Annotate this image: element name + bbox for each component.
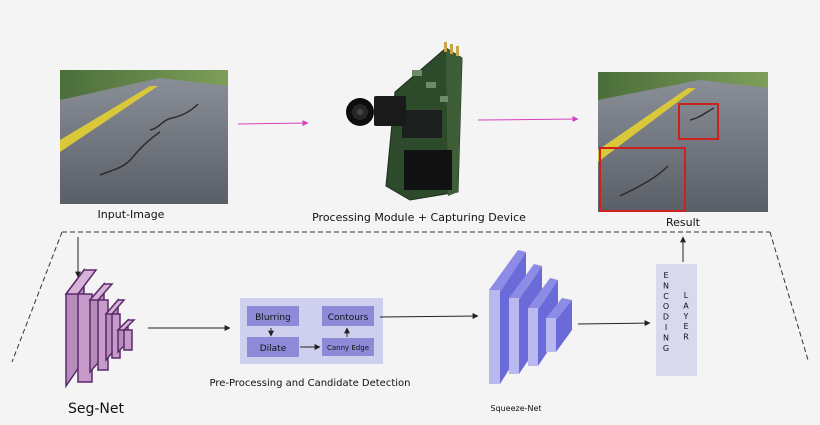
dashed-edge-right [769, 231, 809, 361]
flow-arrow-to-processing [237, 120, 309, 127]
squeezenet-block-stack [489, 250, 572, 384]
blurring-label: Blurring [255, 313, 291, 323]
segnet-block-stack [64, 267, 136, 389]
squeezenet-label: Squeeze-Net [490, 404, 541, 413]
blurring-box [247, 306, 299, 326]
flow-arrow-to-result [477, 116, 579, 123]
encoding-layer-box [656, 264, 697, 376]
result-road-image [598, 72, 768, 212]
contours-label: Contours [328, 313, 369, 323]
road-crack [99, 103, 199, 176]
dilate-label: Dilate [260, 344, 287, 354]
detection-box-small [678, 103, 719, 140]
processing-module-label: Processing Module + Capturing Device [312, 211, 526, 224]
dashed-edge-left [11, 231, 63, 363]
processing-module-device [346, 42, 463, 201]
preprocessing-caption: Pre-Processing and Candidate Detection [210, 378, 411, 389]
road-yellow-line [60, 86, 158, 152]
contours-box [322, 306, 374, 326]
canny-edge-box [322, 338, 374, 356]
input-image-label: Input-Image [98, 208, 165, 221]
result-label: Result [666, 216, 701, 229]
canny-edge-label: Canny Edge [327, 344, 369, 352]
input-road-image [60, 70, 228, 204]
segnet-label: Seg-Net [68, 401, 125, 417]
dilate-box [247, 337, 299, 357]
detection-box-large [599, 147, 686, 212]
arrow-to-encoding-layer [577, 320, 651, 327]
arrow-to-squeezenet [379, 313, 479, 320]
